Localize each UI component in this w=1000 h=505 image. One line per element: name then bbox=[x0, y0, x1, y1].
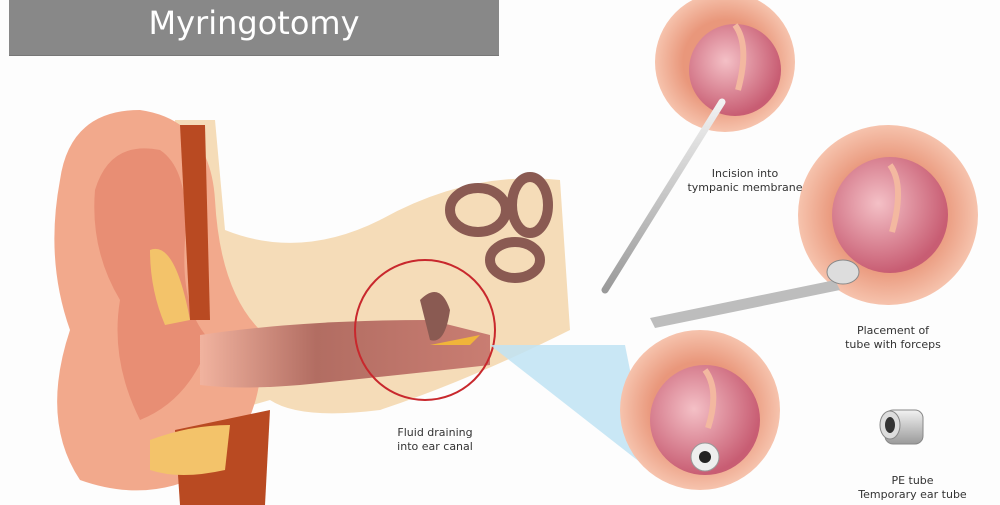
callout-wedge bbox=[490, 345, 650, 470]
label-fluid: Fluid draining into ear canal bbox=[370, 426, 500, 454]
eardrum-incision-view bbox=[655, 0, 795, 132]
inner-ear bbox=[445, 172, 553, 283]
label-line: PE tube bbox=[891, 474, 934, 487]
label-line: into ear canal bbox=[397, 440, 473, 453]
label-line: tube with forceps bbox=[845, 338, 941, 351]
forceps bbox=[650, 280, 840, 328]
eardrum-placement-view bbox=[798, 125, 978, 305]
outer-ear-inner bbox=[94, 148, 210, 420]
pe-tube bbox=[879, 409, 924, 445]
label-line: Fluid draining bbox=[397, 426, 473, 439]
fluid-highlight-circle bbox=[354, 259, 496, 401]
label-line: Incision into bbox=[711, 167, 779, 180]
title-banner: Myringotomy bbox=[9, 0, 499, 56]
ear-canal bbox=[200, 320, 490, 388]
page-title: Myringotomy bbox=[148, 4, 360, 42]
myringotomy-knife bbox=[601, 98, 726, 294]
label-placement: Placement of tube with forceps bbox=[828, 324, 958, 352]
label-line: Temporary ear tube bbox=[858, 488, 967, 501]
cartilage-top bbox=[180, 125, 210, 320]
label-incision: Incision into tympanic membrane bbox=[680, 167, 810, 195]
label-line: tympanic membrane bbox=[687, 181, 803, 194]
label-pe-tube: PE tube Temporary ear tube bbox=[845, 474, 980, 502]
eardrum-tube-view bbox=[620, 330, 780, 490]
label-line: Placement of bbox=[856, 324, 930, 337]
